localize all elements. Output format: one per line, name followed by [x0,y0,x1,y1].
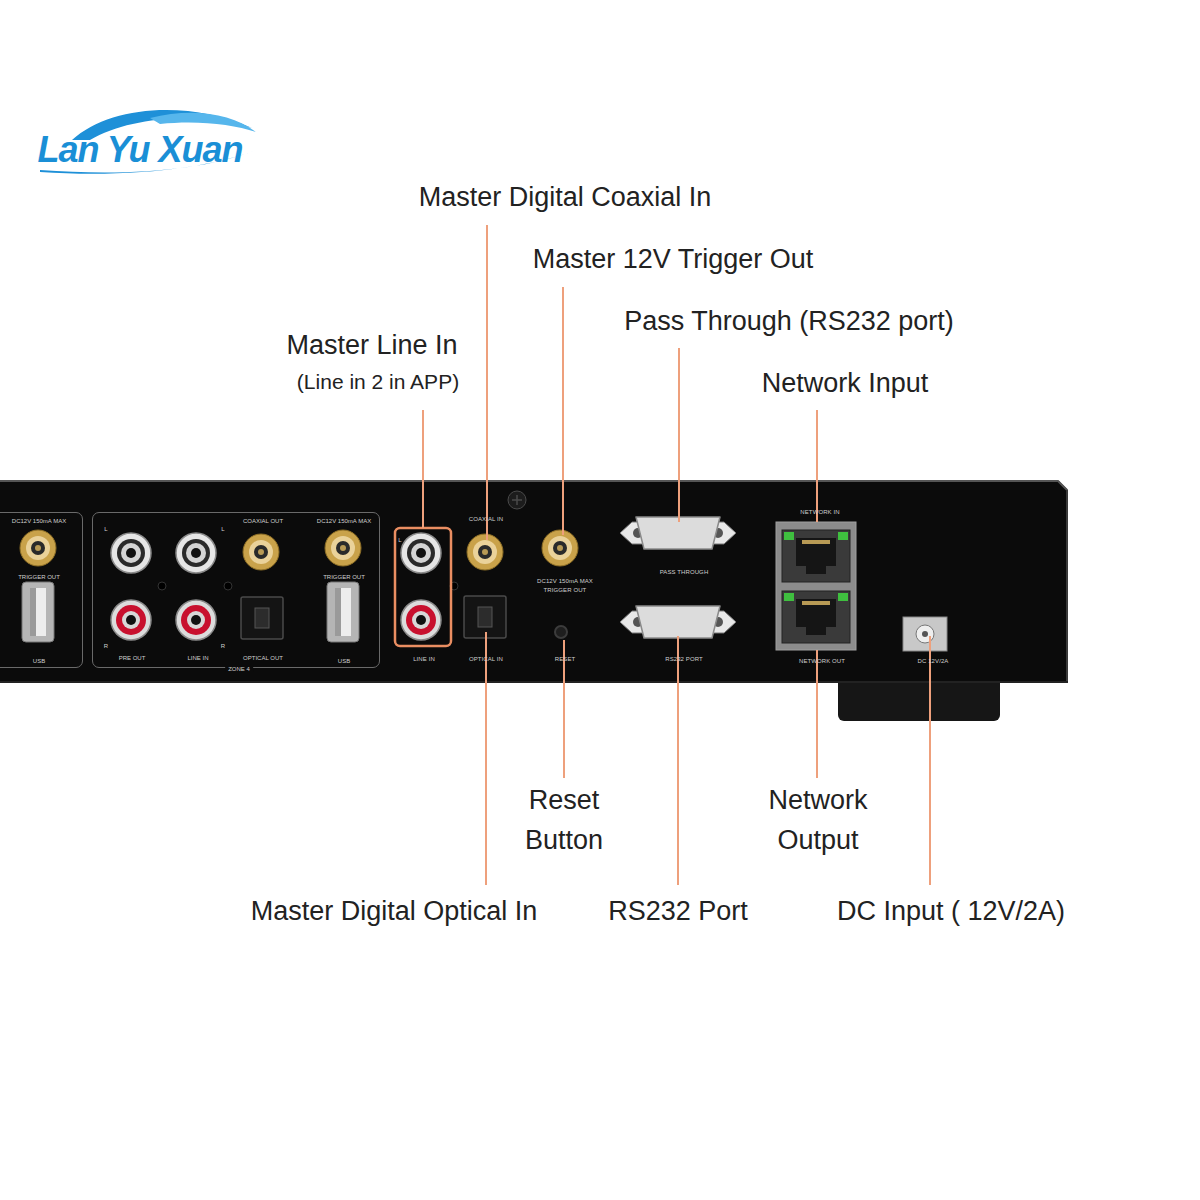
body-edge [1058,481,1067,490]
callout-label: (Line in 2 in APP) [297,369,459,394]
reset-button [555,626,567,638]
rca-jack [111,533,151,573]
port-label: L [398,537,401,544]
panel-hole [158,582,166,590]
usb-port [327,582,359,642]
port-label: PASS THROUGH [660,569,709,576]
port-label: OPTICAL IN [469,656,503,663]
port-group-panel: DC12V 150mA MAX TRIGGER OUT USB [0,512,83,668]
optical-port [464,596,506,638]
rj45-port [782,591,850,643]
trigger-jack [542,530,578,566]
callout-label: Master Digital Optical In [251,895,538,927]
leader-line [485,632,487,885]
leader-line [929,636,931,885]
port-label: OPTICAL OUT [243,655,283,661]
port-label: R [104,643,108,649]
logo-watermark: Lan Yu Xuan [37,128,242,171]
body-edge [1066,490,1068,683]
callout-label: Master Digital Coaxial In [419,181,712,213]
port-label: USB [33,658,45,664]
leader-line [422,410,424,528]
port-label: DC 12V/2A [918,658,949,665]
body-edge [0,480,1058,482]
leader-line [816,410,818,522]
leader-line [562,287,564,535]
db9-connector [620,606,736,638]
port-label: COAXIAL OUT [243,518,283,524]
port-label: ZONE 4 [225,666,253,672]
port-label: TRIGGER OUT [18,574,60,580]
port-label: COAXIAL IN [469,516,503,523]
port-label: RS232 PORT [665,656,703,663]
port-label: LINE IN [187,655,208,661]
screw [508,491,526,509]
dc-jack [903,617,947,651]
callout-label: Network Input [762,367,929,399]
port-label: L [104,526,107,532]
port-label: NETWORK OUT [799,658,845,665]
trigger-jack [325,530,361,566]
body-edge [0,681,1068,683]
highlight-box [395,528,451,646]
callout-label: Master 12V Trigger Out [533,243,814,275]
rca-jack [176,600,216,640]
rca-jack [401,533,441,573]
callout-label: RS232 Port [608,895,748,927]
port-label: PRE OUT [119,655,146,661]
leader-line [486,225,488,540]
port-label: R [221,643,225,649]
rj45-port [782,530,850,582]
leader-line [677,636,679,885]
usb-port [22,582,54,642]
rca-jack [176,533,216,573]
rca-jack [111,600,151,640]
coaxial-jack [243,534,279,570]
port-label: TRIGGER OUT [544,587,587,594]
callout-label: Network Output [748,780,888,860]
rca-jack [401,600,441,640]
leader-line [678,348,680,522]
port-label: LINE IN [413,656,435,663]
optical-port [241,597,283,639]
port-label: DC12V 150mA MAX [317,518,371,524]
coaxial-jack [467,534,503,570]
port-label: L [221,526,224,532]
callout-label: Pass Through (RS232 port) [624,305,954,337]
port-label: NETWORK IN [800,509,839,516]
port-label: RESET [555,656,576,663]
port-group-panel: COAXIAL OUT DC12V 150mA MAX L L TRIGGER OUT R… [92,512,380,668]
callout-label: Master Line In [286,329,457,361]
leader-line [816,650,818,778]
port-label: TRIGGER OUT [323,574,365,580]
trigger-jack [20,530,56,566]
port-label: USB [338,658,350,664]
network-block [776,522,856,650]
port-label: DC12V 150mA MAX [537,578,593,585]
panel-hole [224,582,232,590]
device-body [0,480,1068,683]
callout-label: DC Input ( 12V/2A) [837,895,1065,927]
callout-label: Reset Button [509,780,619,860]
port-label: DC12V 150mA MAX [12,518,66,524]
